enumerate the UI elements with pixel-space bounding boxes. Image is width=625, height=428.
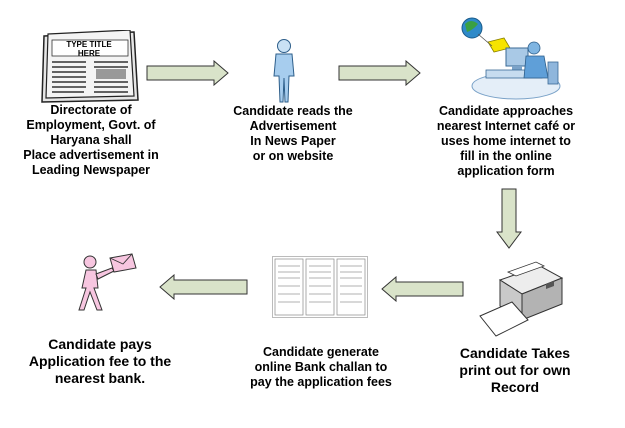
printer-icon bbox=[479, 261, 564, 337]
bank-challan-icon bbox=[272, 256, 368, 318]
step-4-caption: Candidate Takes print out for own Record bbox=[459, 345, 571, 395]
step-5-caption: Candidate generate online Bank challan t… bbox=[250, 345, 392, 389]
arrow-down bbox=[496, 188, 522, 249]
step-6-caption: Candidate pays Application fee to the ne… bbox=[28, 336, 172, 386]
internet-workstation-icon bbox=[461, 17, 561, 100]
arrow-right-2 bbox=[338, 60, 421, 86]
person-icon bbox=[273, 39, 295, 103]
newspaper-icon bbox=[41, 30, 139, 103]
newspaper-title: TYPE TITLE HERE bbox=[66, 40, 112, 58]
arrow-left-1 bbox=[381, 276, 464, 302]
step-3-caption: Candidate approaches nearest Internet ca… bbox=[436, 104, 576, 178]
arrow-right-1 bbox=[146, 60, 229, 86]
step-1-caption: Directorate of Employment, Govt. of Hary… bbox=[23, 103, 159, 177]
step-2-caption: Candidate reads the Advertisement In New… bbox=[233, 104, 353, 163]
arrow-left-2 bbox=[159, 274, 248, 300]
walking-person-icon bbox=[78, 253, 137, 311]
